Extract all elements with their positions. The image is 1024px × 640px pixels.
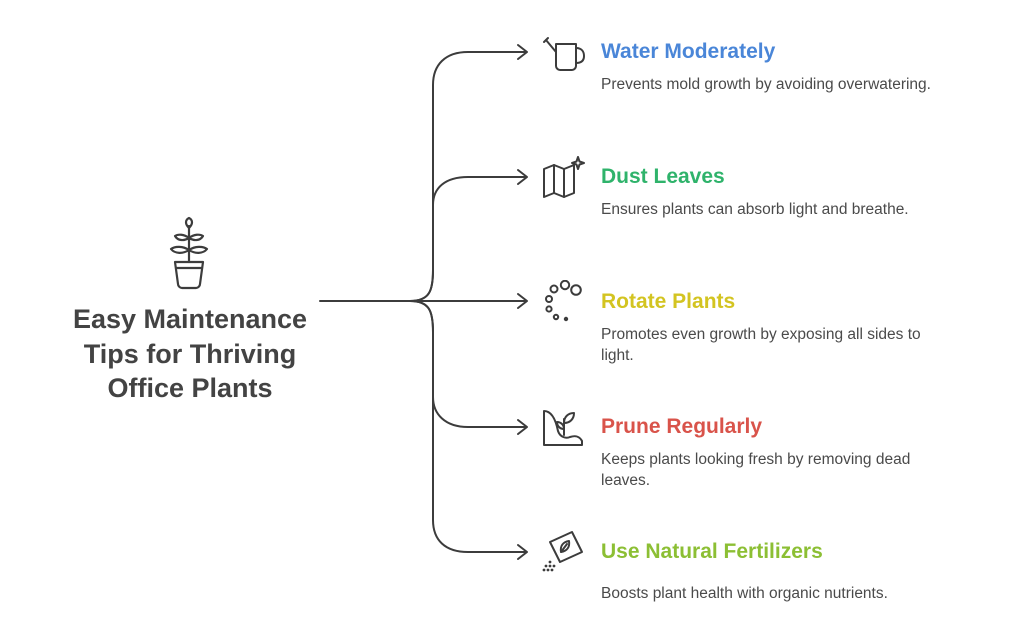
branch-title: Rotate Plants xyxy=(601,290,736,313)
arrow-head-rotate xyxy=(517,293,528,309)
branch-title: Dust Leaves xyxy=(601,165,725,188)
branch-description: Prevents mold growth by avoiding overwat… xyxy=(601,76,931,93)
arrow-head-prune xyxy=(517,419,528,435)
rotating-circles-icon xyxy=(545,280,582,322)
branch-description: Boosts plant health with organic nutrien… xyxy=(601,585,888,602)
map-sparkle-icon xyxy=(543,156,585,198)
seed-packet-icon xyxy=(542,531,583,572)
branch-dust-leaves: Dust Leaves Ensures plants can absorb li… xyxy=(601,163,1001,220)
root-title: Easy Maintenance Tips for Thriving Offic… xyxy=(72,304,308,403)
branch-title: Use Natural Fertilizers xyxy=(601,540,823,563)
arrow-head-fertilize xyxy=(517,544,528,560)
branch-rotate-plants: Rotate Plants Promotes even growth by ex… xyxy=(601,288,1001,366)
branch-water-moderately: Water Moderately Prevents mold growth by… xyxy=(601,38,1001,95)
arrow-head-dust xyxy=(517,169,528,185)
branch-prune-regularly: Prune Regularly Keeps plants looking fre… xyxy=(601,413,1001,491)
connector-dust xyxy=(409,176,527,302)
connector-fertilize xyxy=(409,300,527,553)
branch-description: Ensures plants can absorb light and brea… xyxy=(601,201,909,218)
branch-description: Promotes even growth by exposing all sid… xyxy=(601,326,921,364)
branch-title: Prune Regularly xyxy=(601,415,763,438)
arrow-head-water xyxy=(517,44,528,60)
watering-can-icon xyxy=(543,37,585,71)
branch-title: Water Moderately xyxy=(601,40,776,63)
branch-use-natural-fertilizers: Use Natural Fertilizers Boosts plant hea… xyxy=(601,538,1001,604)
potted-plant-icon xyxy=(169,216,209,290)
branch-description: Keeps plants looking fresh by removing d… xyxy=(601,451,911,489)
sprout-on-hill-icon xyxy=(543,410,583,446)
connector-prune xyxy=(409,300,527,428)
